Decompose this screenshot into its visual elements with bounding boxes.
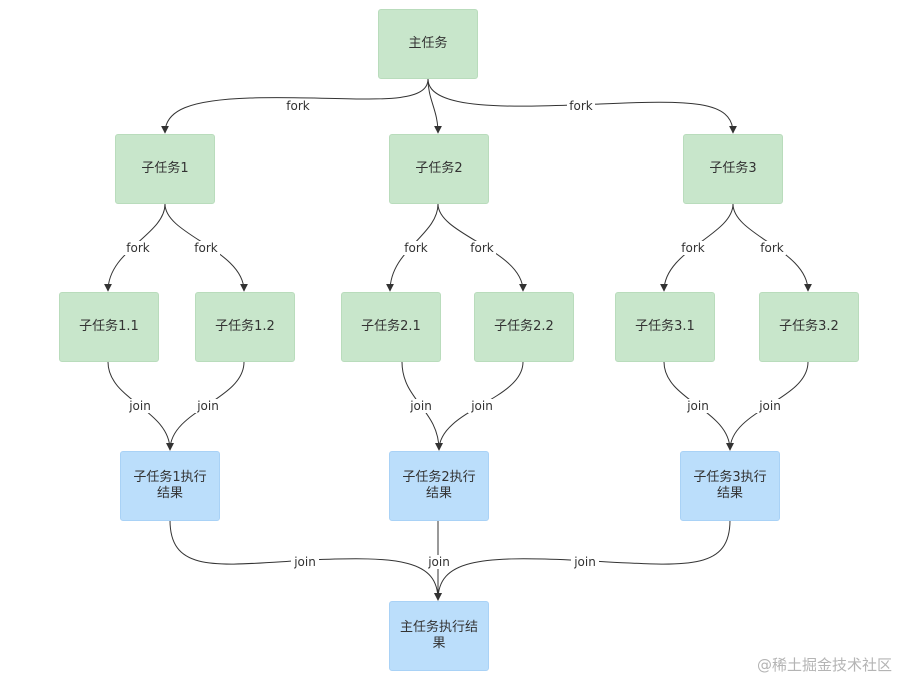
edge-main-sub2 xyxy=(427,78,442,134)
node-subtask-2-2[interactable]: 子任务2.2 xyxy=(474,292,574,362)
node-main-task[interactable]: 主任务 xyxy=(378,9,478,79)
node-label: 子任务3.1 xyxy=(635,319,695,334)
svg-text:fork: fork xyxy=(470,241,494,255)
svg-text:fork: fork xyxy=(760,241,784,255)
node-label: 子任务1 xyxy=(141,161,189,176)
label-join-sub1-1: join xyxy=(126,399,154,413)
label-fork-sub1-2: fork xyxy=(192,241,220,255)
svg-text:join: join xyxy=(196,399,219,413)
node-result-2[interactable]: 子任务2执行 结果 xyxy=(389,451,489,521)
label-join-sub3-1: join xyxy=(684,399,712,413)
node-subtask-3-2[interactable]: 子任务3.2 xyxy=(759,292,859,362)
label-fork-sub3-1: fork xyxy=(679,241,707,255)
label-join-sub2-2: join xyxy=(468,399,496,413)
svg-text:join: join xyxy=(573,555,596,569)
svg-text:join: join xyxy=(686,399,709,413)
node-subtask-2[interactable]: 子任务2 xyxy=(389,134,489,204)
node-label: 子任务2.2 xyxy=(494,319,554,334)
label-fork-sub2-2: fork xyxy=(468,241,496,255)
svg-text:join: join xyxy=(409,399,432,413)
node-subtask-3-1[interactable]: 子任务3.1 xyxy=(615,292,715,362)
node-label: 子任务2 xyxy=(415,161,463,176)
label-fork-sub2-1: fork xyxy=(402,241,430,255)
node-label: 子任务1.1 xyxy=(79,319,139,334)
node-label: 子任务2执行 结果 xyxy=(402,470,476,501)
node-label: 子任务1执行 结果 xyxy=(133,470,207,501)
label-fork-main-sub3: fork xyxy=(567,99,595,113)
svg-text:fork: fork xyxy=(404,241,428,255)
node-label: 子任务3.2 xyxy=(779,319,839,334)
node-label: 子任务2.1 xyxy=(361,319,421,334)
label-fork-sub1-1: fork xyxy=(124,241,152,255)
svg-text:fork: fork xyxy=(569,99,593,113)
svg-text:join: join xyxy=(470,399,493,413)
svg-text:fork: fork xyxy=(194,241,218,255)
node-subtask-1-1[interactable]: 子任务1.1 xyxy=(59,292,159,362)
label-join-sub1-2: join xyxy=(194,399,222,413)
svg-text:fork: fork xyxy=(126,241,150,255)
label-join-res3-final: join xyxy=(571,555,599,569)
node-result-1[interactable]: 子任务1执行 结果 xyxy=(120,451,220,521)
watermark: @稀土掘金技术社区 xyxy=(756,656,892,674)
label-join-res2-final: join xyxy=(425,555,453,569)
edge-main-sub1 xyxy=(161,78,429,134)
svg-text:join: join xyxy=(293,555,316,569)
node-label: 主任务 xyxy=(408,36,448,51)
node-result-3[interactable]: 子任务3执行 结果 xyxy=(680,451,780,521)
svg-text:join: join xyxy=(128,399,151,413)
node-label: 主任务执行结 果 xyxy=(399,620,478,651)
svg-text:join: join xyxy=(758,399,781,413)
label-join-res1-final: join xyxy=(291,555,319,569)
svg-text:fork: fork xyxy=(286,99,310,113)
edge-res3-final xyxy=(434,519,731,601)
node-subtask-1[interactable]: 子任务1 xyxy=(115,134,215,204)
label-fork-sub3-2: fork xyxy=(758,241,786,255)
label-join-sub2-1: join xyxy=(407,399,435,413)
node-label: 子任务1.2 xyxy=(215,319,275,334)
node-subtask-3[interactable]: 子任务3 xyxy=(683,134,783,204)
edge-main-sub3 xyxy=(427,78,737,134)
node-subtask-2-1[interactable]: 子任务2.1 xyxy=(341,292,441,362)
svg-text:join: join xyxy=(427,555,450,569)
label-join-sub3-2: join xyxy=(756,399,784,413)
label-fork-main-sub1: fork xyxy=(284,99,312,113)
node-label: 子任务3执行 结果 xyxy=(693,470,767,501)
node-final-result[interactable]: 主任务执行结 果 xyxy=(389,601,489,671)
node-label: 子任务3 xyxy=(709,161,757,176)
svg-text:fork: fork xyxy=(681,241,705,255)
node-subtask-1-2[interactable]: 子任务1.2 xyxy=(195,292,295,362)
